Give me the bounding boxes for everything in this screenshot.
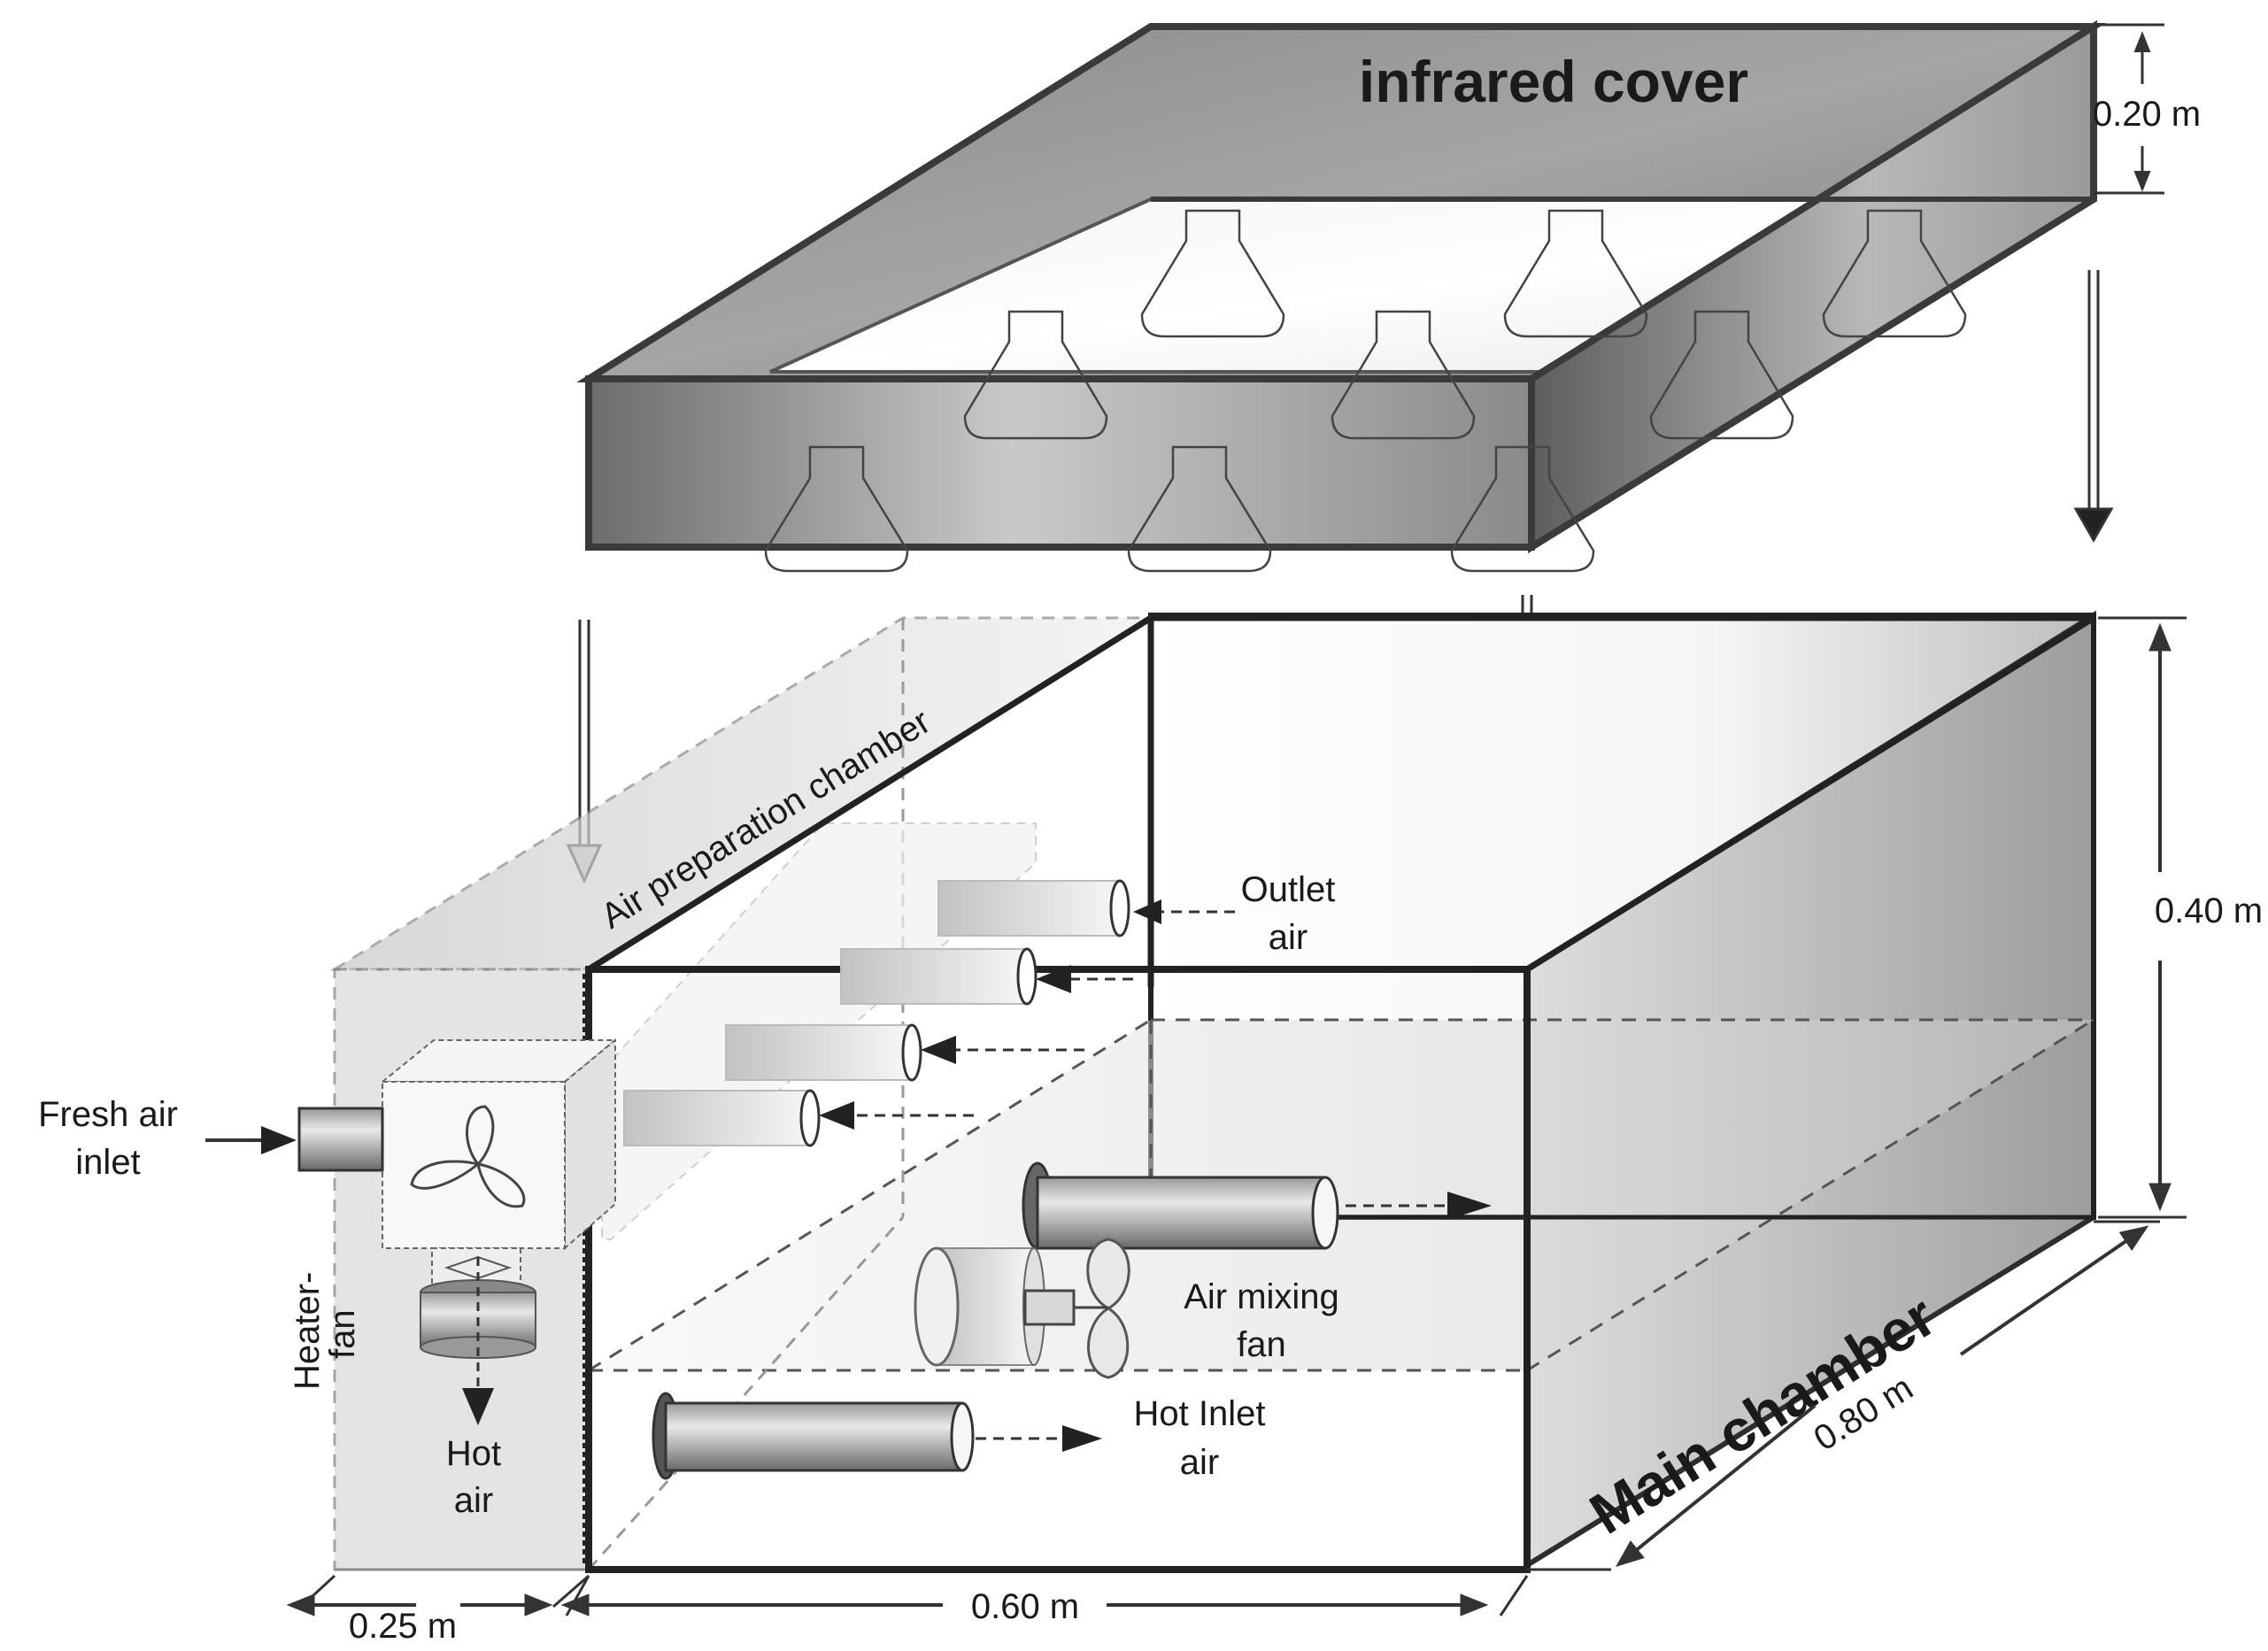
hot-inlet-label-2: air [1180, 1443, 1219, 1482]
infrared-cover-label: infrared cover [1359, 49, 1748, 114]
width-dimension: 0.60 m [560, 1575, 1529, 1626]
lamp-icon [1822, 209, 1967, 338]
lamp-icon [1127, 445, 1272, 573]
air-mixing-fan [914, 1238, 1130, 1379]
fresh-air-label-2: inlet [75, 1143, 140, 1182]
heater-fan-unit [205, 1038, 618, 1425]
outlet-flow-arrows [845, 910, 1235, 1117]
outlet-pipe [840, 947, 1038, 1006]
outlet-air-label-2: air [1269, 918, 1308, 957]
hot-air-label-2: air [454, 1481, 493, 1520]
lamp-icon [764, 445, 909, 573]
lamp-icon [963, 310, 1108, 440]
lamp-icon [1649, 310, 1794, 440]
hot-inlet-label-1: Hot Inlet [1134, 1394, 1266, 1433]
lamp-icon [1140, 209, 1285, 338]
heater-fan-label-2: fan [323, 1309, 362, 1359]
hot-air-label-1: Hot [446, 1434, 501, 1473]
fresh-air-label-1: Fresh air [38, 1095, 178, 1134]
outlet-air-label-1: Outlet [1241, 870, 1336, 909]
cover-height-label: 0.20 m [2093, 95, 2201, 134]
lamp-icon [1503, 209, 1648, 338]
air-mixing-fan-label-1: Air mixing [1184, 1277, 1339, 1316]
hot-inlet-pipe [652, 1392, 1102, 1480]
outlet-pipes [623, 879, 1130, 1147]
prep-width-label: 0.25 m [349, 1607, 457, 1646]
lamp-icon [1331, 310, 1476, 440]
outlet-pipe [623, 1089, 821, 1147]
circulation-pipe [1022, 1161, 1492, 1250]
heater-fan-label-1: Heater- [288, 1272, 327, 1390]
cover-height-dimension: 0.20 m [2093, 23, 2201, 195]
lamp-icon [1450, 445, 1595, 573]
chamber-height-dimension: 0.40 m [2098, 616, 2263, 1219]
fan-icon [410, 1105, 526, 1208]
infrared-lamps [764, 209, 1967, 573]
cover-front [585, 375, 1535, 551]
prep-width-dimension: 0.25 m [286, 1574, 590, 1646]
air-mixing-fan-label-2: fan [1237, 1325, 1286, 1364]
main-chamber: Air preparation chamber [38, 610, 2096, 1573]
outlet-pipe [937, 879, 1130, 937]
chamber-height-label: 0.40 m [2155, 891, 2263, 930]
width-label: 0.60 m [971, 1587, 1079, 1626]
outlet-pipe [725, 1023, 922, 1082]
infrared-cover: infrared cover [576, 19, 2106, 573]
